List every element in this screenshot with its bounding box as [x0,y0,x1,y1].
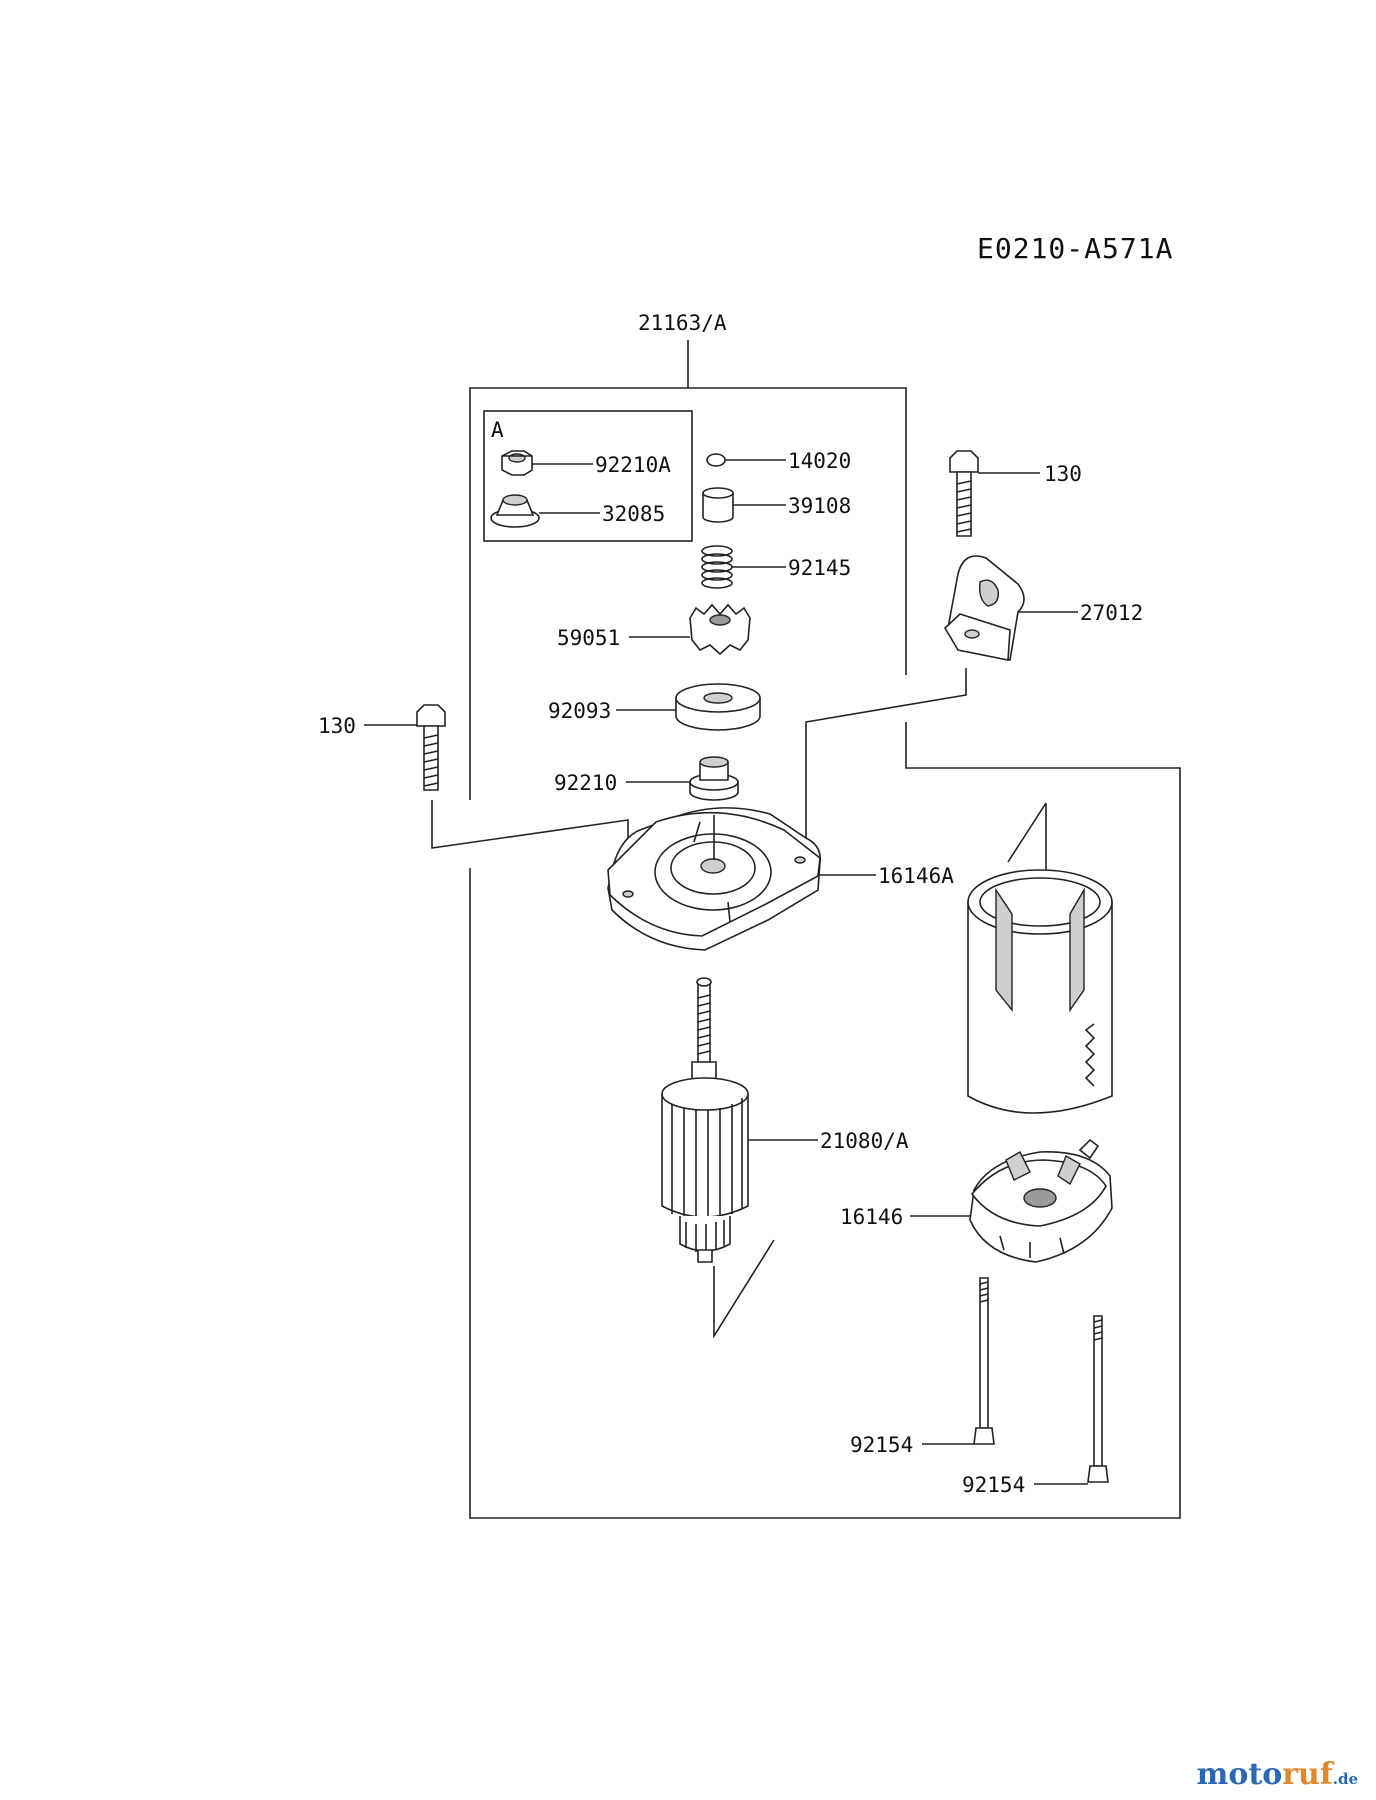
watermark-logo: motoruf.de [1196,1757,1358,1792]
armature-axis-line [713,1239,775,1339]
label-32085[interactable]: 32085 [602,502,665,526]
label-92154-a[interactable]: 92154 [850,1433,913,1457]
bolt-left-path [431,800,629,868]
through-bolt-92154-a-icon[interactable] [973,1277,995,1445]
label-21163A[interactable]: 21163/A [638,311,727,335]
nut-92210-icon[interactable] [689,756,739,801]
bolt-130-right-icon[interactable] [949,450,979,537]
gear-59051-icon[interactable] [689,603,751,656]
label-92154-b[interactable]: 92154 [962,1473,1025,1497]
washer-32085-icon[interactable] [490,494,540,528]
label-59051[interactable]: 59051 [557,626,620,650]
diagram-code: E0210-A571A [977,232,1173,265]
kit-a-box [483,410,693,542]
label-92210A[interactable]: 92210A [595,453,671,477]
label-27012[interactable]: 27012 [1080,601,1143,625]
ring-14020-icon[interactable] [706,453,726,467]
nut-92210A-icon[interactable] [501,450,533,476]
armature-21080A-icon[interactable] [661,977,749,1263]
label-92145[interactable]: 92145 [788,556,851,580]
label-39108[interactable]: 39108 [788,494,851,518]
label-92210[interactable]: 92210 [554,771,617,795]
label-130-right[interactable]: 130 [1044,462,1082,486]
label-14020[interactable]: 14020 [788,449,851,473]
bolt-130-left-icon[interactable] [416,704,446,791]
washer-92093-icon[interactable] [675,683,761,731]
through-bolt-92154-b-icon[interactable] [1087,1315,1109,1483]
kit-a-letter: A [491,418,504,442]
spring-92145-icon[interactable] [701,545,733,589]
label-16146A[interactable]: 16146A [878,864,954,888]
yoke-housing-icon[interactable] [967,869,1113,1114]
end-cap-16146A-icon[interactable] [607,807,822,951]
label-21080A[interactable]: 21080/A [820,1129,909,1153]
assembly-frame [469,387,1181,1519]
bushing-39108-icon[interactable] [702,487,734,523]
label-130-left[interactable]: 130 [318,714,356,738]
label-16146[interactable]: 16146 [840,1205,903,1229]
label-92093[interactable]: 92093 [548,699,611,723]
bracket-27012-icon[interactable] [943,555,1025,661]
brush-holder-16146-icon[interactable] [969,1138,1113,1263]
bracket-path [805,668,967,860]
